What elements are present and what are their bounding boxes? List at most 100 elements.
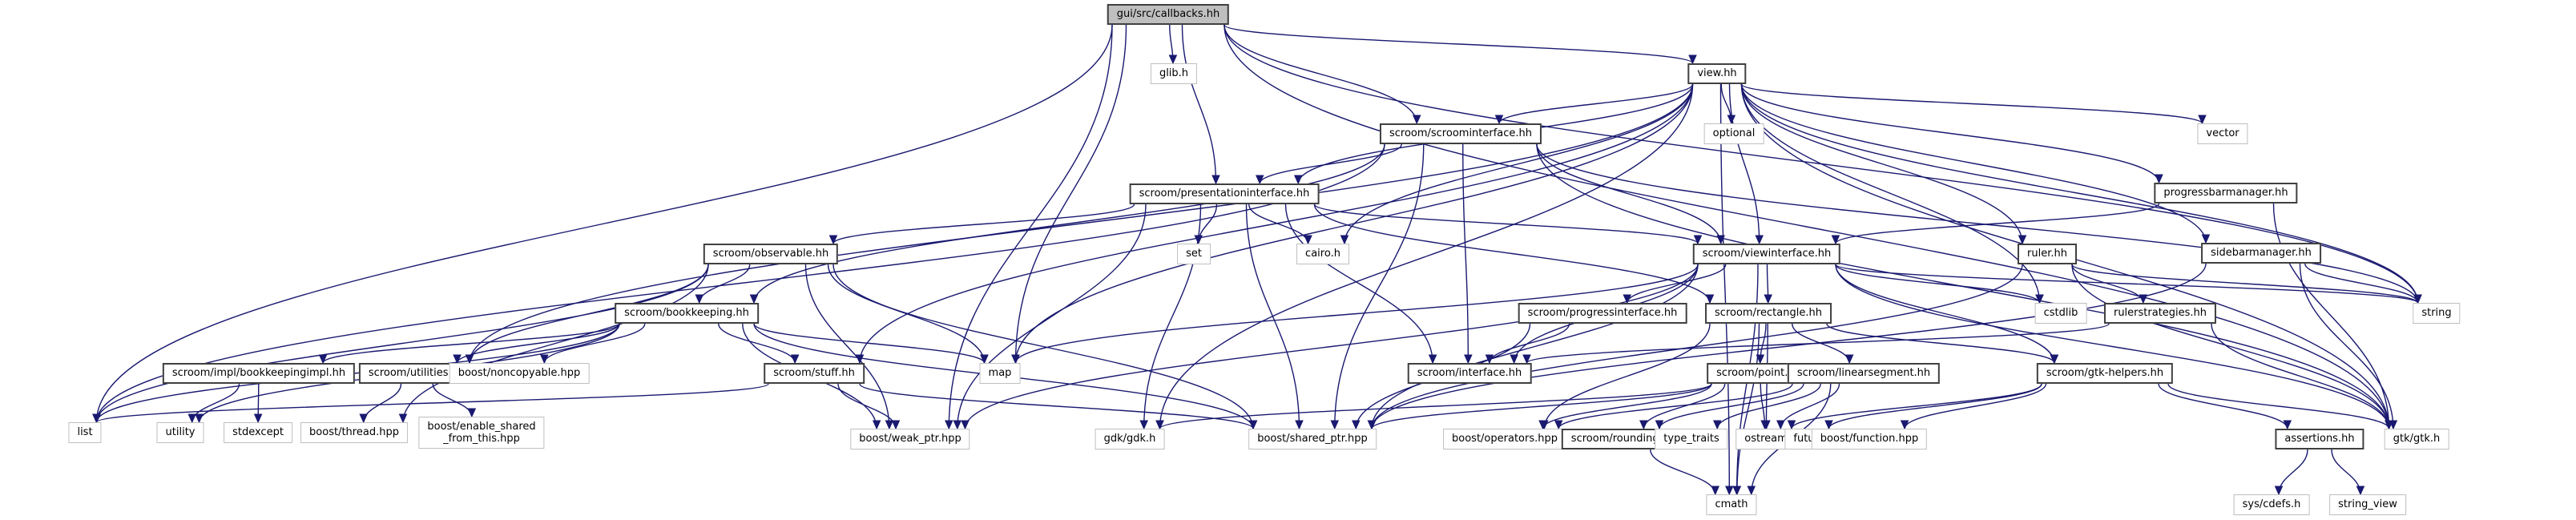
edge-gtkhelpers-to-ostream: [1791, 383, 2042, 429]
node-noncopyable: boost/noncopyable.hpp: [449, 363, 590, 384]
edge-presentationinterface-to-sharedptr: [1245, 204, 1300, 429]
edge-utilities-to-thread: [363, 383, 402, 423]
node-scroominterface[interactable]: scroom/scroominterface.hh: [1379, 123, 1542, 144]
arrowhead-progressbarmanager-to-viewinterface: [1831, 235, 1840, 245]
edge-scroominterface-to-bookkeeping: [753, 143, 1385, 304]
arrowhead-point-to-rounding: [1639, 420, 1648, 430]
node-rectangle[interactable]: scroom/rectangle.hh: [1705, 303, 1832, 324]
edge-observable-to-weakptr: [804, 264, 890, 429]
node-bookkeeping[interactable]: scroom/bookkeeping.hh: [615, 303, 759, 324]
arrowhead-presentationinterface-to-gdk: [1139, 420, 1148, 430]
arrowhead-view-to-vector: [2198, 115, 2207, 125]
edge-observable-to-list: [95, 264, 709, 423]
arrowhead-presentationinterface-to-sharedptr: [1295, 420, 1304, 430]
edge-rounding-to-cmath: [1650, 449, 1716, 495]
arrowhead-view-to-viewinterface: [1755, 235, 1764, 245]
arrowhead-stuff-to-sharedptr: [1248, 420, 1258, 430]
node-viewinterface[interactable]: scroom/viewinterface.hh: [1692, 244, 1841, 264]
node-stuff[interactable]: scroom/stuff.hh: [764, 363, 865, 384]
node-rulerstrategies[interactable]: rulerstrategies.hh: [2103, 303, 2217, 324]
node-map: map: [979, 363, 1021, 384]
arrowhead-callbacks-to-weakptr: [945, 420, 953, 430]
edge-presentationinterface-to-rectangle: [1313, 204, 1711, 304]
edge-view-to-viewinterface: [1728, 83, 1760, 244]
arrowhead-bookkeepingimpl-to-utility: [187, 413, 196, 424]
node-cairo: cairo.h: [1296, 244, 1349, 264]
node-bookkeepingimpl[interactable]: scroom/impl/bookkeepingimpl.hh: [162, 363, 356, 384]
node-cdefs: sys/cdefs.h: [2233, 494, 2310, 515]
arrowhead-view-to-cairo: [1340, 235, 1349, 245]
edge-stuff-to-sharedptr: [859, 383, 1254, 429]
arrowhead-linearsegment-to-typetraits: [1712, 420, 1722, 430]
arrowhead-bookkeeping-to-map: [980, 354, 989, 365]
edge-linearsegment-to-operators: [1558, 383, 1793, 429]
edge-viewinterface-to-cstdlib: [1835, 264, 2041, 304]
edge-scroominterface-to-string: [1536, 143, 2419, 304]
edge-rectangle-to-cmath: [1736, 323, 1760, 495]
edge-view-to-scroominterface: [1498, 83, 1694, 124]
arrowhead-rectangle-to-cmath: [1732, 486, 1742, 496]
arrowhead-bookkeeping-to-utility: [195, 413, 204, 424]
arrowhead-view-to-sidebarmanager: [2201, 234, 2211, 244]
node-stdexcept: stdexcept: [224, 422, 292, 443]
node-interface[interactable]: scroom/interface.hh: [1407, 363, 1532, 384]
edge-viewinterface-to-map: [1014, 264, 1699, 364]
node-view[interactable]: view.hh: [1687, 63, 1747, 84]
arrowhead-linearsegment-to-operators: [1554, 420, 1563, 430]
edge-assertions-to-cdefs: [2278, 449, 2308, 495]
node-progressbarmanager[interactable]: progressbarmanager.hh: [2154, 183, 2298, 204]
edge-viewinterface-to-weakptr: [964, 264, 1699, 429]
arrowhead-rectangle-to-point: [1756, 354, 1765, 365]
node-progressinterface[interactable]: scroom/progressinterface.hh: [1518, 303, 1687, 324]
arrowhead-point-to-ostream: [1760, 420, 1769, 430]
node-operators: boost/operators.hpp: [1443, 429, 1566, 449]
edge-view-to-progressbarmanager: [1740, 83, 2160, 183]
edge-callbacks-to-map: [1014, 24, 1127, 364]
arrowhead-bookkeeping-to-stuff: [790, 354, 800, 365]
arrowhead-scroominterface-to-presentationinterface: [1255, 175, 1264, 185]
arrowhead-observable-to-bookkeeping: [695, 294, 704, 304]
arrowhead-scroominterface-to-sharedptr: [1330, 420, 1340, 430]
node-stringview: string_view: [2329, 494, 2406, 515]
arrowhead-stuff-to-weakptr: [891, 420, 901, 430]
node-sidebarmanager[interactable]: sidebarmanager.hh: [2201, 243, 2321, 264]
edge-viewinterface-to-string: [1835, 264, 2419, 304]
edge-bookkeeping-to-utilities: [456, 323, 620, 364]
node-set: set: [1177, 244, 1211, 264]
arrowhead-utilities-to-enableshared: [467, 408, 477, 418]
arrowhead-rulerstrategies-to-interface: [1522, 354, 1531, 365]
node-assertions[interactable]: assertions.hh: [2275, 429, 2364, 449]
node-presentationinterface[interactable]: scroom/presentationinterface.hh: [1129, 183, 1320, 204]
node-callbacks[interactable]: gui/src/callbacks.hh: [1107, 4, 1230, 25]
edge-sidebarmanager-to-sharedptr: [1371, 263, 2207, 429]
arrowhead-bookkeeping-to-noncopyable: [540, 354, 549, 365]
edge-ruler-to-gtk: [2071, 264, 2390, 429]
edge-sidebarmanager-to-gtk: [2299, 263, 2394, 429]
arrowhead-callbacks-to-glib: [1168, 54, 1178, 65]
edge-rulerstrategies-to-interface: [1526, 323, 2110, 364]
edge-scroominterface-to-viewinterface: [1536, 143, 1722, 244]
node-list: list: [68, 422, 102, 443]
node-gtkhelpers[interactable]: scroom/gtk-helpers.hh: [2036, 363, 2174, 384]
arrowhead-point-to-gdk: [1155, 420, 1164, 430]
edge-presentationinterface-to-cairo: [1248, 204, 1309, 244]
node-ruler[interactable]: ruler.hh: [2018, 244, 2077, 264]
edge-viewinterface-to-progressinterface: [1627, 264, 1727, 304]
edge-observable-to-sharedptr: [832, 264, 1254, 429]
edge-presentationinterface-to-observable: [832, 204, 1135, 244]
node-cmath: cmath: [1706, 494, 1757, 515]
arrowhead-utilities-to-thread: [359, 413, 368, 424]
edge-scroominterface-to-sharedptr: [1334, 143, 1425, 429]
node-linearsegment[interactable]: scroom/linearsegment.hh: [1787, 363, 1941, 384]
edge-view-to-gdk: [1159, 83, 1694, 429]
edge-rectangle-to-gtkhelpers: [1826, 323, 2055, 364]
edge-viewinterface-to-sharedptr: [1371, 264, 1699, 429]
node-observable[interactable]: scroom/observable.hh: [703, 244, 839, 264]
arrowhead-rounding-to-cmath: [1711, 486, 1720, 496]
arrowhead-rectangle-to-gtkhelpers: [2050, 354, 2059, 365]
arrowhead-point-to-sharedptr: [1367, 420, 1377, 430]
node-vector: vector: [2197, 123, 2248, 144]
arrowhead-bookkeepingimpl-to-stdexcept: [253, 413, 263, 424]
arrowhead-presentationinterface-to-weakptr: [953, 420, 962, 430]
